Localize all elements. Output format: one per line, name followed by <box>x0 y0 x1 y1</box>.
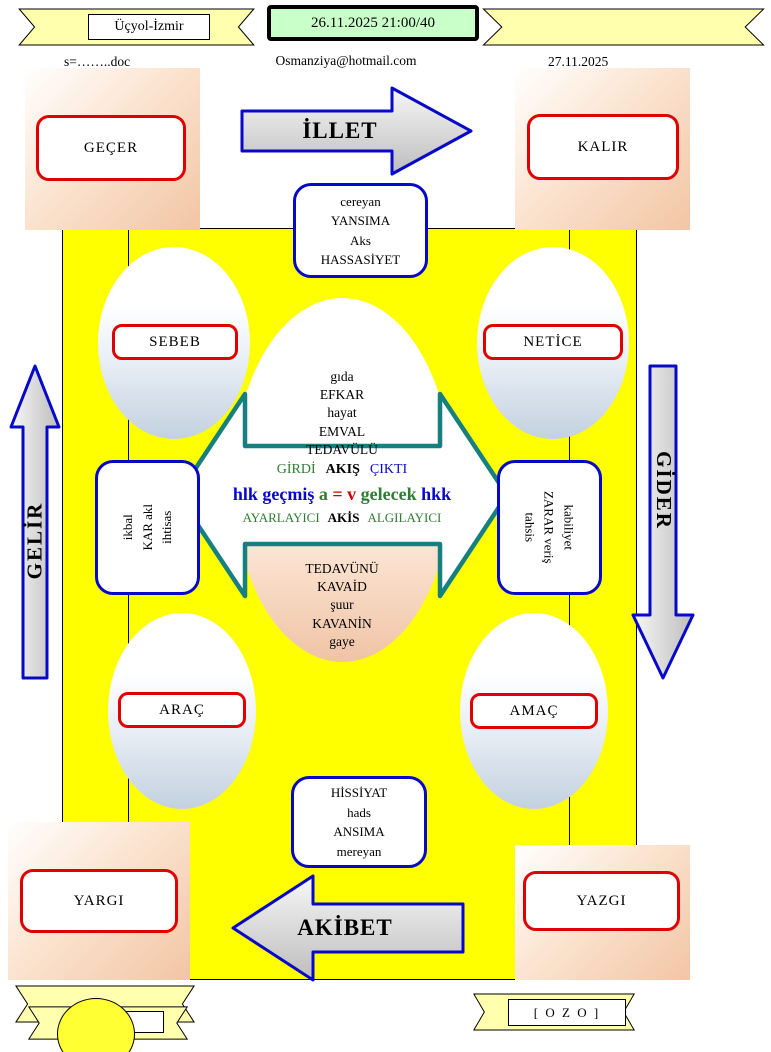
note-line: tahsis <box>522 512 538 543</box>
sebeb-label-box: SEBEB <box>112 324 238 360</box>
amac-label: AMAÇ <box>509 702 559 719</box>
yargi-label-box: YARGI <box>20 869 178 933</box>
illet-text: İLLET <box>302 118 378 143</box>
left-note-box: ikbal KAR akl ihtisas <box>95 460 200 595</box>
cikti-term: ÇIKTI <box>369 462 408 477</box>
right-note-box: kabiliyet ZARAR veriş tahsis <box>497 460 602 595</box>
gecer-label-box: GEÇER <box>36 115 186 181</box>
gider-text: GİDER <box>651 450 676 530</box>
center-row-formula: hlk geçmiş a = v gelecek hkk <box>172 484 512 505</box>
center-lower-terms: TEDAVÜNÜ KAVAİD şuur KAVANİN gaye <box>242 560 442 651</box>
center-row-ayarlayici-akis-algilayici: AYARLAYICI AKİS ALGILAYICI <box>172 510 512 526</box>
email-text: Osmanziya@hotmail.com <box>275 53 417 68</box>
bottom-yellow-oval <box>57 998 135 1052</box>
akibet-text: AKİBET <box>297 915 393 940</box>
girdi-term: GİRDİ <box>276 462 316 477</box>
hkk-term: hkk <box>421 484 452 504</box>
note-line: ihtisas <box>159 510 175 545</box>
center-upper-line: EFKAR <box>319 387 365 403</box>
illet-right-arrow <box>240 86 473 176</box>
gelecek-term: gelecek <box>360 484 417 504</box>
note-line: ZARAR veriş <box>542 491 558 564</box>
v-term: v <box>347 484 357 504</box>
yazgi-label-box: YAZGI <box>523 871 680 931</box>
center-lower-line: gaye <box>329 633 355 649</box>
center-lower-line: şuur <box>330 597 354 613</box>
yazgi-label: YAZGI <box>576 892 627 909</box>
gider-arrow-label: GİDER <box>630 380 696 600</box>
center-upper-line: EMVAL <box>318 423 366 439</box>
center-lower-line: TEDAVÜNÜ <box>305 561 379 576</box>
a-term: a <box>318 484 328 504</box>
akis-term: AKIŞ <box>325 462 360 477</box>
ayarlayici-term: AYARLAYICI <box>242 510 320 525</box>
note-line: ikbal <box>120 514 136 541</box>
note-line: Aks <box>350 232 371 248</box>
equals-term: = <box>332 484 343 504</box>
note-line: mereyan <box>336 843 382 859</box>
arac-label: ARAÇ <box>159 701 205 718</box>
note-line: KAR akl <box>139 504 155 551</box>
datetime-text: 26.11.2025 21:00/40 <box>310 14 436 31</box>
gecer-label: GEÇER <box>83 139 139 156</box>
note-line: HASSASİYET <box>320 252 401 267</box>
note-line: YANSIMA <box>330 213 391 228</box>
top-note-text: cereyan YANSIMA Aks HASSASİYET <box>321 192 400 270</box>
date-text: 27.11.2025 <box>548 54 609 69</box>
center-upper-line: gıda <box>330 369 354 384</box>
center-row-girdi-akis-cikti: GİRDİ AKIŞ ÇIKTI <box>172 462 512 478</box>
netice-label-box: NETİCE <box>483 324 623 360</box>
note-line: hads <box>347 804 371 820</box>
sebeb-label: SEBEB <box>149 333 201 350</box>
top-note-box: cereyan YANSIMA Aks HASSASİYET <box>293 183 428 278</box>
gelir-text: GELİR <box>22 501 47 579</box>
illet-arrow-label: İLLET <box>240 85 440 177</box>
location-text: Üçyol-İzmir <box>114 19 184 34</box>
gider-down-arrow <box>631 364 695 680</box>
bottom-note-text: HİSSİYAT hads ANSIMA mereyan <box>331 783 387 861</box>
center-upper-terms: gıda EFKAR hayat EMVAL TEDAVÜLÜ <box>242 368 442 459</box>
kalir-label: KALIR <box>577 138 629 155</box>
gelir-arrow-label: GELİR <box>8 420 62 660</box>
left-note-text: ikbal KAR akl ihtisas <box>118 504 177 551</box>
kalir-label-box: KALIR <box>527 114 679 180</box>
hlk-term: hlk <box>232 484 258 504</box>
top-right-ribbon <box>482 8 765 46</box>
note-line: cereyan <box>340 193 381 209</box>
note-line: kabiliyet <box>561 504 577 551</box>
akis2-term: AKİS <box>327 510 360 525</box>
center-upper-line: hayat <box>327 405 357 421</box>
note-line: ANSIMA <box>333 824 385 839</box>
netice-label: NETİCE <box>523 333 583 350</box>
gecmis-term: geçmiş <box>262 484 315 504</box>
arac-label-box: ARAÇ <box>118 692 246 728</box>
akibet-left-arrow <box>231 874 465 982</box>
gelir-up-arrow <box>9 364 61 680</box>
center-arrow-text: GİRDİ AKIŞ ÇIKTI hlk geçmiş a = v gelecek … <box>172 462 512 526</box>
ozo-text: [ O Z O ] <box>533 1004 601 1020</box>
right-note-text: kabiliyet ZARAR veriş tahsis <box>520 491 579 564</box>
yargi-label: YARGI <box>73 892 125 909</box>
center-upper-line: TEDAVÜLÜ <box>306 441 378 457</box>
amac-label-box: AMAÇ <box>470 693 598 729</box>
ozo-label-box: [ O Z O ] <box>508 999 626 1026</box>
algilayici-term: ALGILAYICI <box>367 510 442 525</box>
doc-name: s=……..doc <box>64 54 131 69</box>
center-lower-line: KAVAİD <box>317 579 367 595</box>
akibet-arrow-label: AKİBET <box>245 872 445 984</box>
datetime-box: 26.11.2025 21:00/40 <box>267 5 479 41</box>
note-line: HİSSİYAT <box>330 785 388 800</box>
bottom-note-box: HİSSİYAT hads ANSIMA mereyan <box>291 776 427 868</box>
center-lower-line: KAVANİN <box>312 615 372 631</box>
location-label-box: Üçyol-İzmir <box>88 14 210 40</box>
